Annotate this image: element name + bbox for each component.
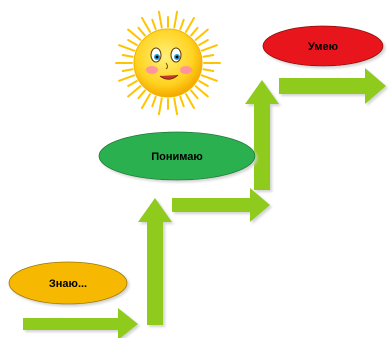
step-understand: Понимаю (98, 131, 256, 181)
step-know: Знаю... (8, 261, 128, 305)
step-understand-label: Понимаю (151, 151, 203, 163)
arrow-up-right (245, 80, 279, 190)
arrow-right-middle (172, 188, 270, 222)
smiling-sun-icon (115, 10, 221, 116)
arrow-up-left (138, 198, 172, 325)
arrow-right-bottom (23, 308, 138, 338)
step-know-label: Знаю... (49, 278, 87, 290)
arrow-right-top (279, 68, 386, 104)
step-can: Умею (262, 25, 384, 67)
staircase-arrows (23, 68, 386, 338)
step-can-label: Умею (308, 41, 338, 53)
